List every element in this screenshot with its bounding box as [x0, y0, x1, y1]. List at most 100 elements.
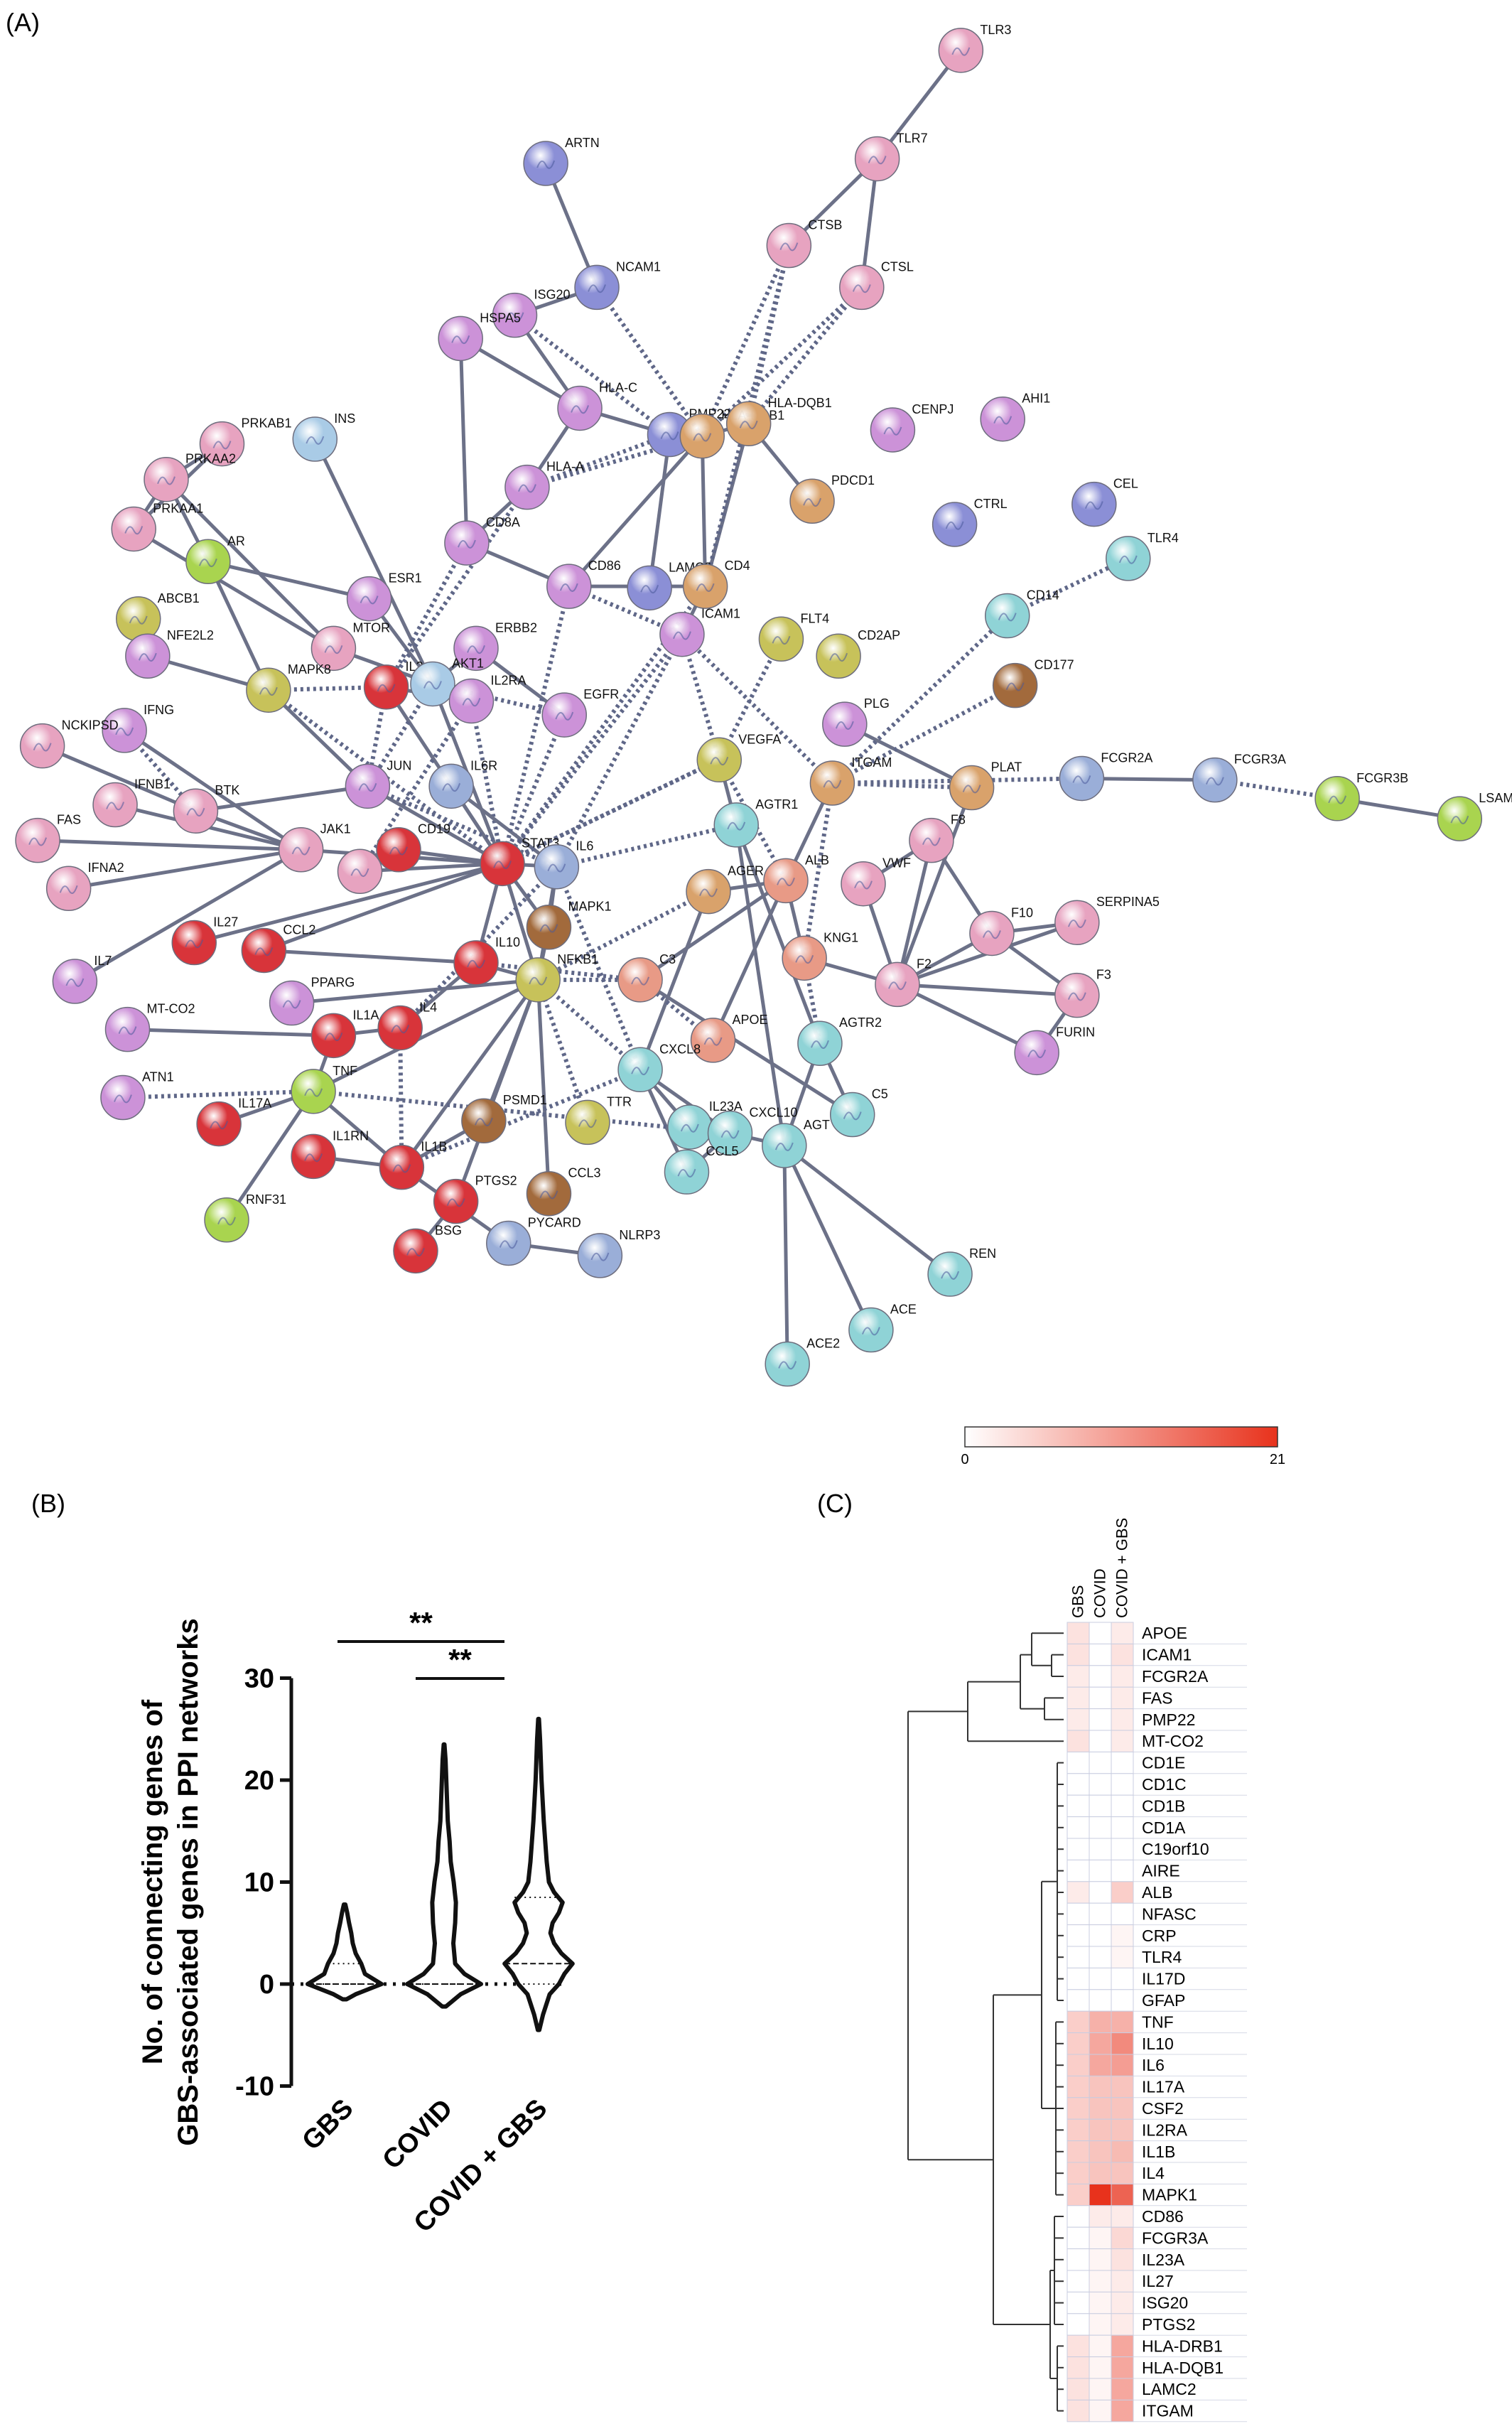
heatmap-cell-alb-covid — [1089, 1881, 1112, 1904]
protein-structure-icon — [945, 521, 964, 530]
heatmap-cell-mt-co2-gbs — [1066, 1730, 1090, 1752]
heatmap-cell-il17a-covid-gbs — [1111, 2075, 1134, 2098]
node-label: F3 — [1096, 968, 1111, 982]
heatmap-row-label: TLR4 — [1142, 1948, 1182, 1966]
protein-structure-icon — [324, 645, 343, 654]
heatmap-row-label: CRP — [1142, 1926, 1177, 1945]
edge-itgam-kng1 — [802, 782, 835, 959]
node-nckipsd: NCKIPSD — [19, 718, 119, 769]
node-fcgr2a: FCGR2A — [1059, 750, 1152, 802]
node-label: ISG20 — [534, 288, 571, 302]
heatmap-row-label: AIRE — [1142, 1862, 1180, 1880]
edge-ifng-jak1 — [123, 728, 303, 851]
protein-structure-icon — [590, 1252, 610, 1261]
heatmap-cell-csf2-covid-gbs — [1111, 2097, 1134, 2120]
node-label: ACE2 — [806, 1337, 840, 1351]
heatmap-row-label: PTGS2 — [1142, 2315, 1195, 2334]
protein-structure-icon — [673, 631, 691, 640]
heatmap-cell-cd1e-covid — [1089, 1751, 1112, 1774]
protein-structure-icon — [291, 846, 310, 856]
edge-cd8a-il2 — [384, 541, 469, 689]
heatmap-cell-icam1-covid-gbs — [1111, 1643, 1134, 1666]
heatmap-cell-cd1a-covid-gbs — [1111, 1816, 1134, 1839]
protein-structure-icon — [861, 1327, 880, 1336]
protein-structure-icon — [186, 807, 205, 817]
protein-structure-icon — [306, 436, 325, 445]
node-f3: F3 — [1054, 968, 1111, 1018]
edge-hla-drb1-cd86 — [567, 435, 704, 588]
heatmap-column-label: GBS — [1069, 1585, 1087, 1618]
protein-structure-icon — [720, 1130, 740, 1139]
protein-structure-icon — [640, 585, 659, 594]
colorbar-min-label: 0 — [961, 1452, 968, 1467]
node-ager: AGER — [686, 864, 764, 915]
protein-structure-icon — [124, 526, 144, 535]
node-cd14: CD14 — [984, 588, 1059, 639]
heatmap-cell-cd1b-covid — [1089, 1794, 1112, 1818]
node-flt4: FLT4 — [758, 611, 829, 662]
heatmap-cell-tnf-covid — [1089, 2010, 1112, 2034]
heatmap-row-label: IL6 — [1142, 2056, 1165, 2074]
node-ace2: ACE2 — [765, 1337, 840, 1387]
protein-structure-icon — [1027, 1050, 1047, 1059]
edge-hla-dqb1-cd4 — [703, 423, 751, 587]
node-label: ALB — [805, 853, 829, 867]
y-tick-label: -10 — [235, 2072, 274, 2102]
node-ctsl: CTSL — [839, 259, 914, 311]
node-jak1: JAK1 — [278, 822, 351, 873]
node-label: REN — [969, 1246, 996, 1261]
y-tick-label: 20 — [244, 1766, 274, 1796]
node-label: BTK — [215, 783, 239, 797]
heatmap-cell-crp-covid — [1089, 1924, 1112, 1947]
node-label: JAK1 — [320, 822, 351, 836]
node-ren: REN — [927, 1246, 996, 1297]
node-label: CD2AP — [858, 628, 900, 642]
edge-ccl2-il10 — [264, 948, 477, 965]
edge-ptgs2-nfkb1 — [454, 979, 540, 1202]
protein-structure-icon — [1205, 777, 1224, 786]
edge-c3-c5 — [639, 978, 854, 1116]
node-label: IL17A — [238, 1096, 271, 1111]
node-label: IL1RN — [333, 1128, 369, 1143]
node-pparg: PPARG — [269, 976, 355, 1026]
edge-ccl2-stat3 — [263, 862, 503, 952]
heatmap-cell-fcgr2a-gbs — [1066, 1665, 1090, 1688]
heatmap-cell-gfap-covid — [1089, 1989, 1112, 2012]
protein-structure-icon — [854, 880, 873, 890]
node-label: IFNA2 — [88, 861, 124, 875]
protein-structure-icon — [772, 635, 791, 645]
edge-agt-ren — [783, 1144, 951, 1276]
protein-structure-icon — [1328, 795, 1347, 804]
protein-structure-icon — [33, 743, 52, 752]
edge-atn1-tnf — [122, 1089, 314, 1100]
heatmap-cell-cd1a-covid — [1089, 1816, 1112, 1839]
protein-structure-icon — [518, 484, 536, 493]
edge-il4-il1b — [398, 1028, 404, 1168]
node-fcgr3b: FCGR3B — [1314, 771, 1408, 821]
protein-structure-icon — [993, 416, 1012, 425]
heatmap-cell-mapk1-gbs — [1066, 2183, 1090, 2206]
y-axis-label-line: No. of connecting genes of — [137, 1699, 168, 2064]
protein-structure-icon — [677, 1168, 696, 1177]
heatmap-row-label: IL2RA — [1142, 2120, 1188, 2139]
node-cel: CEL — [1071, 477, 1138, 527]
node-furin: FURIN — [1014, 1025, 1095, 1076]
heatmap-cell-crp-gbs — [1066, 1924, 1090, 1947]
heatmap-cell-nfasc-gbs — [1066, 1902, 1090, 1926]
node-alb: ALB — [763, 853, 829, 904]
edge-cd86-stat3 — [500, 586, 571, 865]
heatmap-row-label: IL27 — [1142, 2272, 1174, 2290]
node-c5: C5 — [829, 1087, 888, 1138]
heatmap-cell-fcgr3a-covid-gbs — [1111, 2226, 1134, 2250]
node-label: IL7 — [94, 954, 112, 968]
edge-plat-f2 — [895, 787, 973, 986]
node-label: TLR3 — [980, 23, 1011, 37]
node-cd177: CD177 — [992, 658, 1074, 708]
heatmap-cell-mapk1-covid — [1089, 2183, 1112, 2206]
node-label: APOE — [733, 1013, 768, 1027]
node-f8: F8 — [909, 813, 966, 863]
edge-isg20-pmp22 — [513, 313, 671, 436]
heatmap-row-label: IL17A — [1142, 2078, 1185, 2096]
heatmap-cell-pmp22-gbs — [1066, 1708, 1090, 1731]
